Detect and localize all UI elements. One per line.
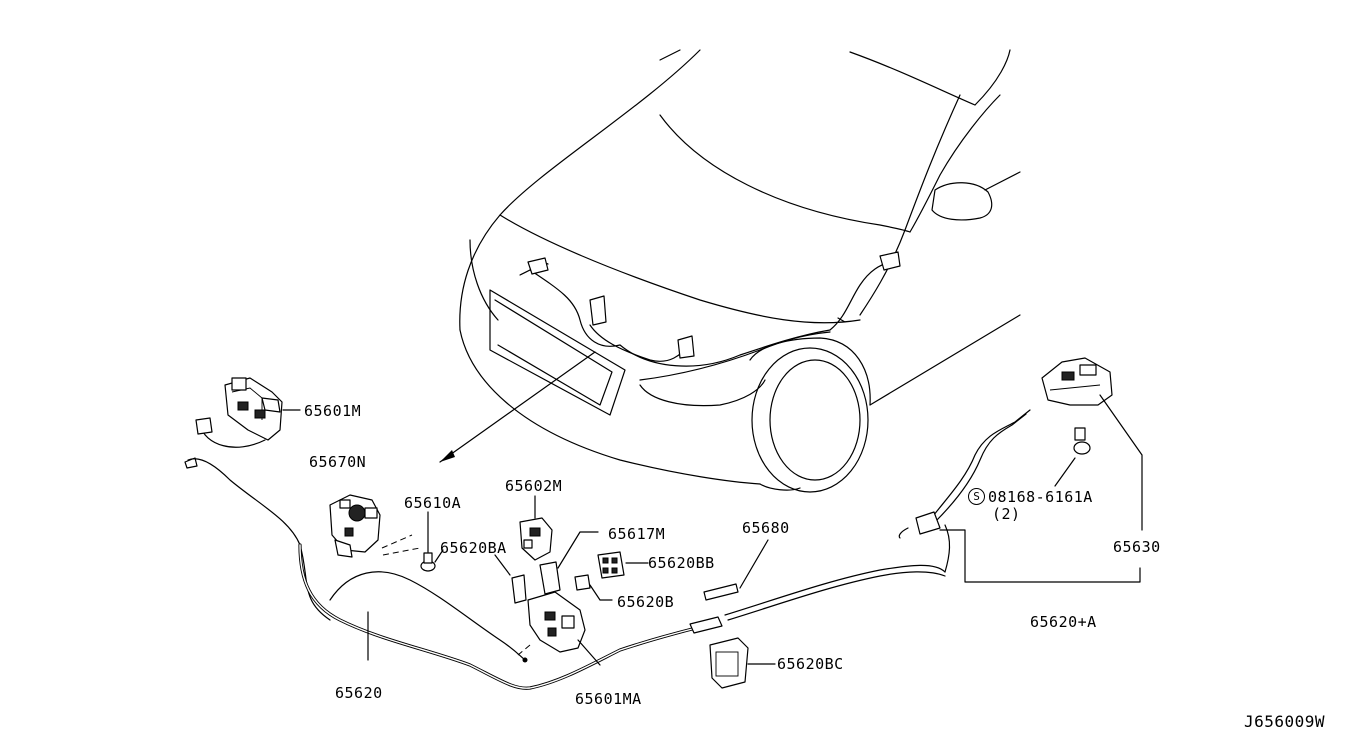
- label-65601m: 65601M: [304, 402, 362, 420]
- part-65680-rod: [703, 539, 769, 601]
- part-65601m-lock: [195, 377, 301, 448]
- part-65620bc-bracket: [709, 637, 776, 689]
- label-65620: 65620: [335, 684, 383, 702]
- part-65620a-cable-assembly: [898, 409, 1141, 583]
- part-08168-bolt: [1054, 427, 1091, 487]
- label-65670n: 65670N: [309, 453, 367, 471]
- label-65620a: 65620+A: [1030, 613, 1097, 631]
- car-body-outline: [459, 49, 1021, 493]
- part-65601ma-lock: [517, 591, 601, 666]
- label-65617m: 65617M: [608, 525, 666, 543]
- s-symbol-icon: S: [968, 488, 985, 505]
- label-65680: 65680: [742, 519, 790, 537]
- part-65602m-bracket: [519, 495, 553, 561]
- label-65620ba: 65620BA: [440, 539, 507, 557]
- label-08168-6161a: 08168-6161A: [988, 488, 1093, 506]
- label-65601ma: 65601MA: [575, 690, 642, 708]
- part-65620bb-clip: [597, 551, 649, 579]
- part-65617m-rod: [539, 531, 599, 595]
- label-65620bc: 65620BC: [777, 655, 844, 673]
- hood-harness-on-car: [519, 251, 901, 367]
- part-65620b-clip: [574, 574, 613, 601]
- diagram-code: J656009W: [1244, 712, 1326, 731]
- label-08168-qty: (2): [992, 505, 1021, 523]
- part-65630-striker: [1041, 357, 1143, 531]
- car-to-parts-pointer: [439, 351, 596, 463]
- label-65620b: 65620B: [617, 593, 675, 611]
- part-65610a-bolt: [420, 511, 436, 572]
- label-65610a: 65610A: [404, 494, 462, 512]
- part-65620ba-clip: [494, 554, 527, 604]
- leader-lines: [367, 549, 444, 661]
- label-65602m: 65602M: [505, 477, 563, 495]
- label-65620bb: 65620BB: [648, 554, 715, 572]
- label-65630: 65630: [1113, 538, 1161, 556]
- part-65670n-lock: [329, 494, 421, 558]
- part-65620-main-cable: [184, 457, 946, 690]
